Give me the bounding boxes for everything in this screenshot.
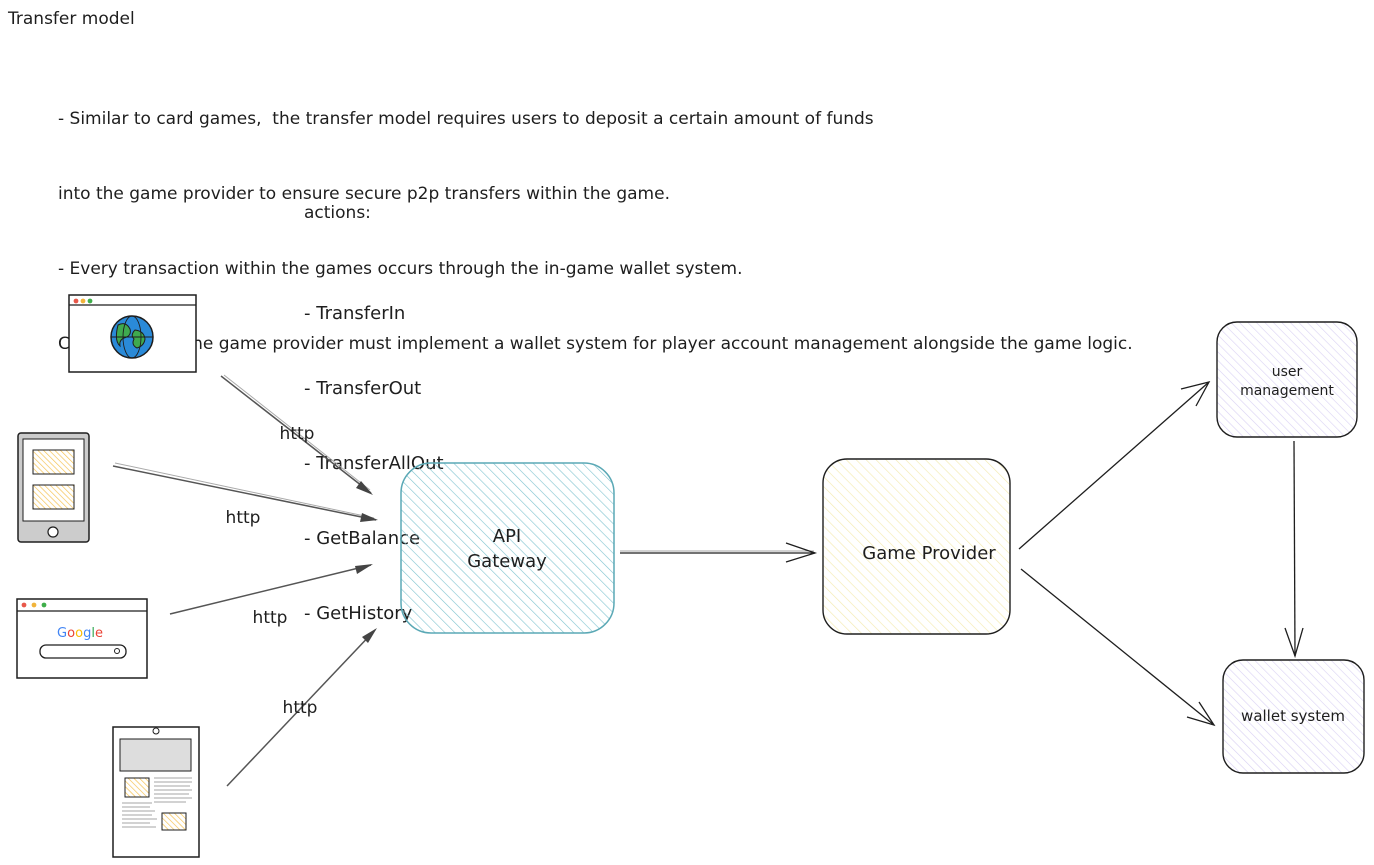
action-item: - GetHistory (304, 603, 413, 624)
wallet-system-node: wallet system (1222, 659, 1365, 774)
description-line: into the game provider to ensure secure … (58, 184, 670, 204)
action-item: - TransferAllOut (304, 453, 444, 474)
game-provider-label: Game Provider (862, 543, 996, 564)
client-arrows (112, 374, 377, 787)
page-title: Transfer model (8, 9, 135, 29)
description-line: - Every transaction within the games occ… (58, 259, 743, 279)
api-gateway-label: Gateway (467, 551, 547, 572)
user-management-label: user (1272, 364, 1303, 380)
action-item: - TransferIn (304, 303, 406, 324)
arrow-gateway-to-provider (620, 542, 818, 563)
edge-label-http: http (283, 698, 318, 718)
google-logo: Google (57, 626, 103, 641)
action-item: - GetBalance (304, 528, 421, 549)
globe-browser-icon (68, 294, 197, 373)
edge-label-http: http (280, 424, 315, 444)
arrow-provider-to-wallet (1020, 568, 1215, 726)
description: - Similar to card games, the transfer mo… (58, 57, 1133, 382)
arrow-user-management-to-wallet (1293, 440, 1296, 657)
arrow-browser-to-gateway (220, 375, 372, 494)
tablet-document-icon (112, 726, 200, 858)
api-gateway-node: API Gateway (400, 462, 615, 634)
user-management-node: user management (1216, 321, 1358, 438)
game-provider-node: Game Provider (822, 458, 1011, 635)
api-gateway-label: API (493, 526, 521, 547)
mobile-phone-icon (17, 432, 90, 543)
actions-list: - TransferIn - TransferOut - TransferAll… (304, 251, 444, 651)
provider-arrows (1018, 381, 1304, 727)
arrow-phone-to-gateway (112, 465, 377, 521)
arrow-provider-to-user-management (1018, 381, 1210, 550)
edge-label-http: http (253, 608, 288, 628)
wallet-system-label: wallet system (1241, 707, 1345, 725)
description-line: - Similar to card games, the transfer mo… (58, 109, 874, 129)
actions-heading: actions: (304, 203, 371, 223)
action-item: - TransferOut (304, 378, 422, 399)
search-browser-icon: Google (16, 598, 148, 679)
arrowheads (355, 481, 378, 643)
user-management-label: management (1240, 383, 1334, 399)
arrow-tablet-to-gateway (226, 629, 376, 787)
arrow-search-to-gateway (169, 564, 372, 615)
edge-label-http: http (226, 508, 261, 528)
